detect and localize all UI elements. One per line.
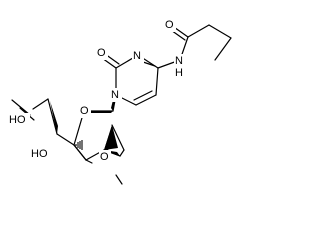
atom-labels: O N H N N O O HO HO O bbox=[8, 18, 186, 164]
pyrimidine-n1-label: N bbox=[111, 89, 119, 101]
bond bbox=[32, 98, 49, 110]
bond bbox=[187, 24, 210, 38]
bonds bbox=[11, 24, 232, 185]
bond bbox=[111, 124, 125, 151]
hydroxyl-3-label: HO bbox=[31, 148, 48, 160]
amide-oxygen-label: O bbox=[165, 19, 174, 31]
bond bbox=[85, 159, 93, 164]
wedge-bond bbox=[50, 101, 58, 134]
bond bbox=[115, 174, 123, 185]
bond bbox=[214, 37, 232, 61]
bond bbox=[133, 90, 153, 101]
wedge-bond bbox=[84, 111, 113, 113]
hashed-bond bbox=[75, 140, 83, 150]
carbonyl-oxygen-label: O bbox=[97, 47, 106, 59]
bond bbox=[73, 144, 87, 161]
ring-oxygen-label: O bbox=[80, 105, 89, 117]
bond bbox=[208, 24, 232, 39]
wedge-bond bbox=[104, 125, 118, 150]
amide-hydrogen-label: H bbox=[175, 67, 183, 79]
bond bbox=[56, 133, 75, 146]
bond bbox=[135, 94, 157, 106]
bond bbox=[119, 149, 125, 157]
bond bbox=[11, 99, 31, 116]
bond bbox=[155, 67, 159, 96]
methoxy-oxygen-label: O bbox=[100, 151, 109, 163]
amide-nitrogen-label: N bbox=[175, 55, 183, 67]
structure-diagram: O N H N N O O HO HO O bbox=[8, 18, 232, 185]
pyrimidine-n3-label: N bbox=[133, 50, 141, 62]
hydroxymethyl-label: HO bbox=[9, 114, 26, 126]
bond bbox=[47, 98, 58, 135]
